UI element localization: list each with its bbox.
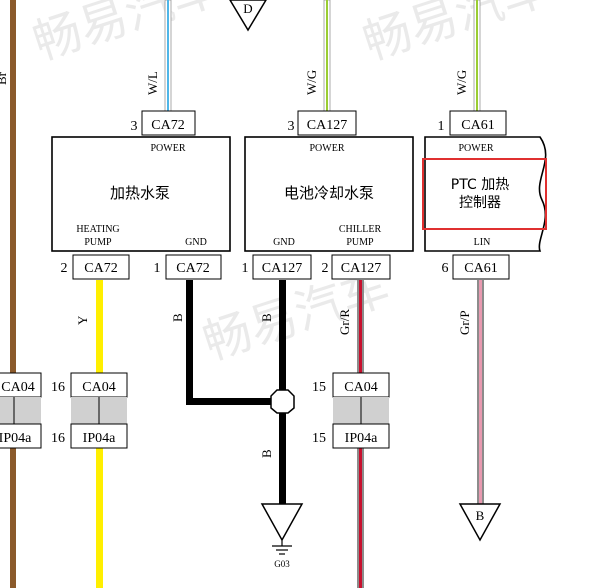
wire-w-l bbox=[164, 0, 172, 113]
top-ca61-pin: 1 bbox=[438, 119, 445, 134]
heating-pump-module: POWER 加热水泵 HEATING PUMP GND bbox=[51, 136, 231, 252]
bottom-ca72-1-name: CA72 bbox=[176, 261, 209, 276]
brown-wire bbox=[10, 0, 16, 588]
splice-point bbox=[270, 389, 295, 414]
ground-symbol-b-label: B bbox=[476, 508, 485, 523]
black-wire-label-3: B bbox=[259, 449, 274, 458]
chiller-pump-module: POWER 电池冷却水泵 GND CHILLER PUMP bbox=[244, 136, 414, 252]
bottom-ca127-2-connector bbox=[331, 254, 391, 280]
heating-pump-title: 加热水泵 bbox=[110, 184, 170, 202]
wire-w-l-label: W/L bbox=[145, 71, 160, 95]
inline-15-upper: CA04 bbox=[344, 380, 377, 395]
top-ca72-pin: 3 bbox=[131, 119, 138, 134]
inline-16-upper: CA04 bbox=[82, 380, 115, 395]
chiller-pump-power-label: POWER bbox=[310, 143, 345, 154]
wire-w-g-center-label: W/G bbox=[304, 70, 319, 95]
inline-15-pin-upper: 15 bbox=[312, 380, 326, 395]
chiller-pump-pin-left: GND bbox=[273, 237, 295, 248]
wire-gr-p-label: Gr/P bbox=[457, 310, 472, 335]
ground-g03-label: G03 bbox=[274, 559, 290, 569]
bottom-ca61-6-connector bbox=[452, 254, 510, 280]
bottom-ca127-1-pin: 1 bbox=[242, 261, 249, 276]
yellow-wire-label: Y bbox=[75, 315, 90, 325]
inline-16-lower: IP04a bbox=[83, 431, 116, 446]
ptc-controller-module: POWER PTC 加热 控制器 LIN bbox=[424, 136, 547, 252]
inline-16-pin-upper: 16 bbox=[51, 380, 65, 395]
wire-w-g-right bbox=[473, 0, 481, 113]
bottom-ca61-6-pin: 6 bbox=[442, 261, 449, 276]
inline-connector-16 bbox=[70, 372, 128, 449]
brown-wire-label: Br bbox=[0, 71, 9, 85]
left-partial-upper: CA04 bbox=[1, 380, 34, 395]
bottom-ca72-1-connector bbox=[165, 254, 222, 280]
top-ca127-connector bbox=[297, 110, 357, 136]
watermark-text-1: 畅易汽车 bbox=[26, 0, 226, 71]
chiller-pump-pin-right-line1: CHILLER bbox=[339, 224, 382, 235]
bottom-ca127-1-connector bbox=[252, 254, 312, 280]
black-wire-label-1: B bbox=[170, 313, 185, 322]
bottom-ca72-2-pin: 2 bbox=[61, 261, 68, 276]
top-ca72-name: CA72 bbox=[151, 118, 184, 133]
ptc-power-label: POWER bbox=[459, 143, 494, 154]
inline-15-pin-lower: 15 bbox=[312, 431, 326, 446]
ptc-pin-bottom: LIN bbox=[474, 237, 491, 248]
bottom-ca72-2-name: CA72 bbox=[84, 261, 117, 276]
heating-pump-pin-right: GND bbox=[185, 237, 207, 248]
bottom-ca127-2-pin: 2 bbox=[322, 261, 329, 276]
ground-symbol-d: D bbox=[229, 0, 267, 32]
inline-connector-15 bbox=[332, 372, 390, 449]
ptc-highlight-box bbox=[422, 158, 547, 230]
heating-pump-power-label: POWER bbox=[151, 143, 186, 154]
ptc-title-line1: PTC 加热 bbox=[451, 177, 509, 193]
bottom-ca127-2-name: CA127 bbox=[341, 261, 381, 276]
ground-symbol-b: B bbox=[458, 503, 502, 542]
heating-pump-pin-left-line1: HEATING bbox=[76, 224, 119, 235]
wire-w-g-center bbox=[323, 0, 331, 113]
top-ca127-pin: 3 bbox=[288, 119, 295, 134]
heating-pump-pin-left-line2: PUMP bbox=[84, 237, 112, 248]
top-ca72-connector bbox=[141, 110, 196, 136]
wire-gr-r-label: Gr/R bbox=[337, 309, 352, 335]
wire-gr-p bbox=[477, 280, 484, 505]
bottom-ca61-6-name: CA61 bbox=[464, 261, 497, 276]
wire-w-g-right-label: W/G bbox=[454, 70, 469, 95]
inline-connector-left-partial bbox=[0, 372, 42, 449]
top-ca61-name: CA61 bbox=[461, 118, 494, 133]
chiller-pump-pin-right-line2: PUMP bbox=[346, 237, 374, 248]
bottom-ca72-1-pin: 1 bbox=[154, 261, 161, 276]
bottom-ca72-2-connector bbox=[72, 254, 130, 280]
ground-symbol-g03 bbox=[260, 503, 304, 555]
chiller-pump-title: 电池冷却水泵 bbox=[284, 184, 374, 202]
bottom-ca127-1-name: CA127 bbox=[262, 261, 302, 276]
inline-15-lower: IP04a bbox=[345, 431, 378, 446]
inline-16-pin-lower: 16 bbox=[51, 431, 65, 446]
black-wire-label-2: B bbox=[259, 313, 274, 322]
left-partial-lower: IP04a bbox=[0, 431, 32, 446]
top-ca127-name: CA127 bbox=[307, 118, 347, 133]
ground-symbol-d-label: D bbox=[243, 1, 252, 16]
top-ca61-connector bbox=[449, 110, 507, 136]
watermark-text-2: 畅易汽车 bbox=[356, 0, 556, 71]
ptc-title-line2: 控制器 bbox=[459, 195, 501, 211]
